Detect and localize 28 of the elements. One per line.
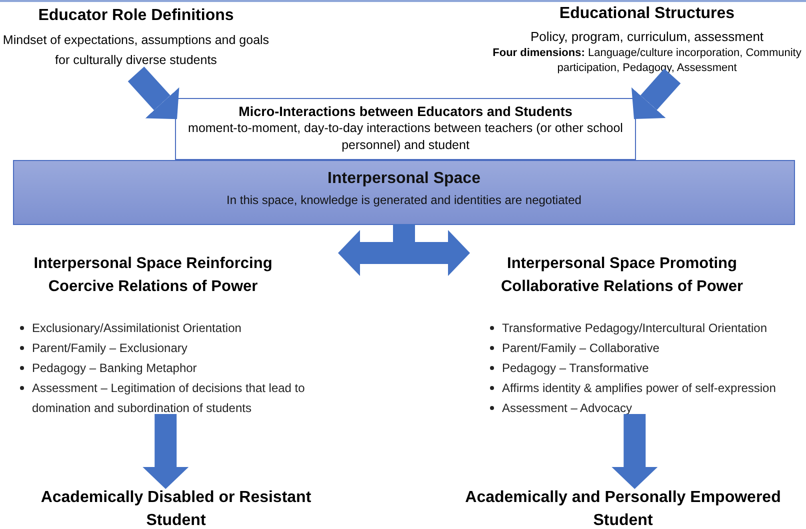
- block-arrow: [612, 414, 658, 489]
- box-title: Micro-Interactions between Educators and Students: [238, 104, 572, 120]
- band-title: Interpersonal Space: [328, 169, 480, 189]
- bullet-item: Exclusionary/Assimilationist Orientation: [12, 318, 338, 338]
- process-box: [175, 98, 636, 160]
- block-arrow: [128, 66, 180, 120]
- description: Policy, program, curriculum, assessment: [530, 28, 764, 46]
- bullet-item: Transformative Pedagogy/Intercultural Orientation: [482, 318, 806, 338]
- description: moment-to-moment, day-to-day interactions between teachers (or other school personnel) and student: [187, 120, 624, 154]
- bullet-item: Assessment – Legitimation of decisions that lead to domination and subordination of students: [12, 378, 338, 418]
- block-arrow: [631, 68, 681, 120]
- description: Mindset of expectations, assumptions and goals for culturally diverse students: [2, 32, 270, 69]
- description: In this space, knowledge is generated and identities are negotiated: [226, 193, 582, 208]
- bullet-item: Affirms identity & amplifies power of self-expression: [482, 378, 806, 398]
- bullet-item: Parent/Family – Collaborative: [482, 338, 806, 358]
- bullet-item: Pedagogy – Banking Metaphor: [12, 358, 338, 378]
- space-band: [13, 160, 795, 225]
- block-arrow: [142, 414, 189, 489]
- section-heading: Interpersonal Space Promoting Collaborative Relations of Power: [500, 254, 744, 297]
- bullet-item: Parent/Family – Exclusionary: [12, 338, 338, 358]
- outcome-label: Academically Disabled or Resistant Student: [40, 488, 312, 529]
- section-heading: Interpersonal Space Reinforcing Coercive Relations of Power: [32, 254, 274, 297]
- outcome-label: Academically and Personally Empowered Student: [464, 488, 782, 529]
- description: Four dimensions: Language/culture incorporation, Community participation, Pedagogy, Assessment: [492, 46, 802, 76]
- bullet-item: Pedagogy – Transformative: [482, 358, 806, 378]
- heading: Educational Structures: [559, 4, 735, 24]
- heading: Educator Role Definitions: [38, 6, 234, 26]
- bullet-item: Assessment – Advocacy: [482, 398, 806, 418]
